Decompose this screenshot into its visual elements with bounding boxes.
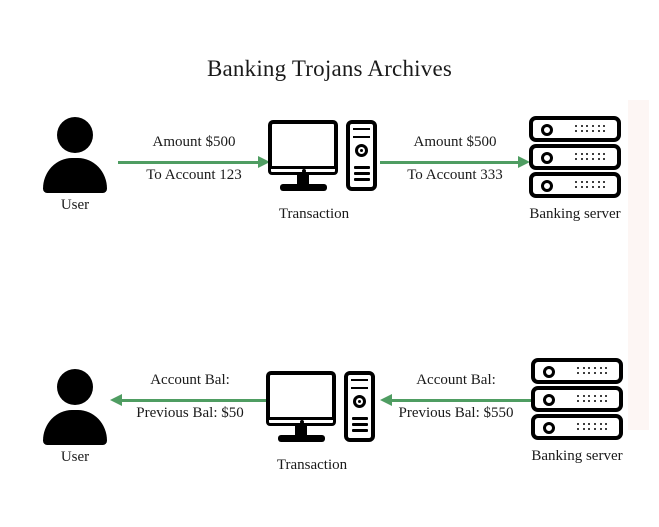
user-head-shape — [57, 117, 93, 153]
server-dots-icon — [577, 367, 611, 377]
arrow-transaction-to-server: Amount $500 To Account 333 — [380, 134, 530, 183]
server-led-icon — [543, 394, 555, 406]
monitor-screen-icon — [268, 120, 338, 172]
server-icon — [529, 116, 621, 198]
arrow-head-left-icon — [380, 394, 392, 406]
arrow-transaction-to-user: Account Bal: Previous Bal: $50 — [110, 372, 270, 421]
monitor-base-icon — [278, 435, 325, 442]
arrow-label-top: Amount $500 — [152, 134, 236, 150]
monitor-base-icon — [280, 184, 327, 191]
arrow-line — [391, 399, 532, 402]
server-dots-icon — [575, 181, 609, 191]
arrow-user-to-transaction: Amount $500 To Account 123 — [118, 134, 270, 183]
computer-icon — [268, 118, 378, 192]
monitor-neck-icon — [297, 175, 309, 185]
node-label-transaction-row2: Transaction — [276, 457, 348, 473]
server-icon — [531, 358, 623, 440]
right-edge-band — [628, 100, 649, 430]
server-dots-icon — [575, 153, 609, 163]
tower-vents-icon — [354, 166, 370, 184]
tower-icon — [344, 371, 375, 442]
page-title: Banking Trojans Archives — [206, 56, 453, 81]
monitor-screen-icon — [266, 371, 336, 423]
arrow-line — [121, 399, 270, 402]
arrow-label-top: Account Bal: — [416, 372, 496, 388]
server-led-icon — [541, 124, 553, 136]
arrow-label-top: Amount $500 — [413, 134, 497, 150]
node-label-user-row1: User — [60, 197, 90, 213]
monitor-neck-icon — [295, 426, 307, 436]
tower-slot-icon — [353, 128, 370, 138]
arrow-server-to-transaction: Account Bal: Previous Bal: $550 — [380, 372, 532, 421]
tower-slot-icon — [351, 379, 368, 389]
server-unit — [531, 358, 623, 384]
tower-icon — [346, 120, 377, 191]
arrow-head-right-icon — [258, 156, 270, 168]
server-dots-icon — [577, 423, 611, 433]
user-icon — [43, 369, 107, 445]
arrow-line — [380, 161, 518, 164]
tower-power-button-icon — [353, 395, 366, 408]
node-label-transaction-row1: Transaction — [278, 206, 350, 222]
arrow-label-bottom: To Account 123 — [146, 167, 242, 183]
arrow-label-bottom: Previous Bal: $550 — [398, 405, 514, 421]
server-unit — [531, 414, 623, 440]
user-body-shape — [43, 158, 107, 193]
monitor-chin-icon — [266, 417, 336, 426]
server-unit — [529, 172, 621, 198]
arrow-head-right-icon — [518, 156, 530, 168]
node-label-banking-server-row1: Banking server — [529, 206, 621, 222]
tower-vents-icon — [352, 417, 368, 435]
monitor-chin-icon — [268, 166, 338, 175]
node-user-row2: User — [43, 369, 107, 465]
server-led-icon — [543, 422, 555, 434]
node-transaction-row2: Transaction — [266, 369, 376, 473]
arrow-label-bottom: Previous Bal: $50 — [136, 405, 244, 421]
node-user-row1: User — [43, 117, 107, 213]
server-unit — [531, 386, 623, 412]
server-led-icon — [541, 180, 553, 192]
node-label-banking-server-row2: Banking server — [531, 448, 623, 464]
server-unit — [529, 116, 621, 142]
user-body-shape — [43, 410, 107, 445]
server-led-icon — [541, 152, 553, 164]
arrow-head-left-icon — [110, 394, 122, 406]
server-dots-icon — [577, 395, 611, 405]
node-banking-server-row1: Banking server — [529, 116, 621, 222]
user-head-shape — [57, 369, 93, 405]
tower-power-button-icon — [355, 144, 368, 157]
server-dots-icon — [575, 125, 609, 135]
server-led-icon — [543, 366, 555, 378]
server-unit — [529, 144, 621, 170]
user-icon — [43, 117, 107, 193]
arrow-label-bottom: To Account 333 — [407, 167, 503, 183]
node-banking-server-row2: Banking server — [531, 358, 623, 464]
node-label-user-row2: User — [60, 449, 90, 465]
arrow-line — [118, 161, 258, 164]
computer-icon — [266, 369, 376, 443]
arrow-label-top: Account Bal: — [150, 372, 230, 388]
node-transaction-row1: Transaction — [268, 118, 378, 222]
